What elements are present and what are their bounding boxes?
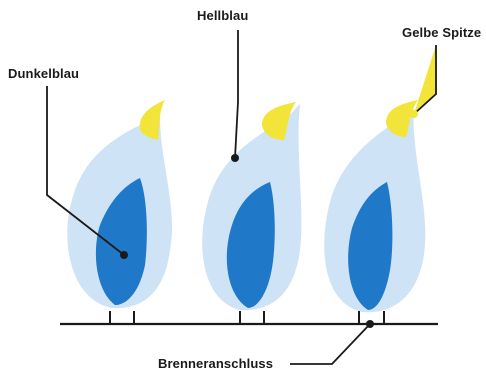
burner-stems: [110, 311, 384, 324]
label-light-blue: Hellblau: [197, 8, 248, 23]
flame-1: [67, 100, 172, 308]
leader-burner: [290, 324, 370, 364]
dot-dark-blue: [120, 251, 128, 259]
leader-light-blue: [235, 30, 238, 158]
dot-light-blue: [231, 154, 239, 162]
label-yellow-tip: Gelbe Spitze: [402, 25, 481, 40]
flame-3: [324, 100, 425, 312]
dot-yellow-tip: [410, 110, 418, 118]
dot-burner: [366, 320, 374, 328]
label-burner-connection: Brenneranschluss: [158, 356, 273, 371]
leader-yellow-tip: [414, 45, 436, 114]
label-dark-blue: Dunkelblau: [8, 66, 79, 81]
flame-2: [202, 102, 301, 310]
